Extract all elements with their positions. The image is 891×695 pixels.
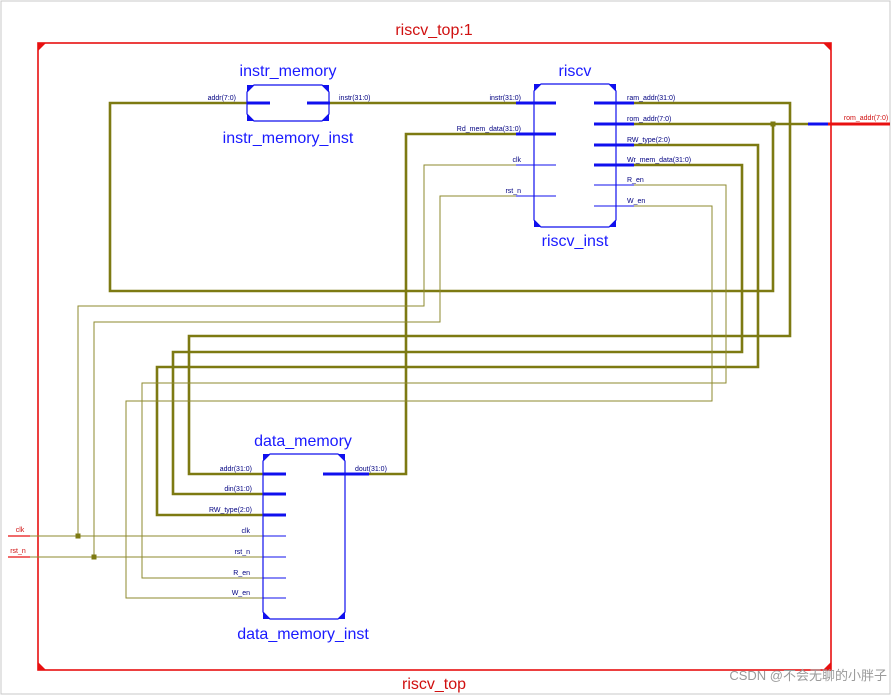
- riscv-pin-rst-n-label: rst_n: [505, 188, 521, 195]
- data-memory-corner-tr: [338, 454, 345, 461]
- instr-memory-corner-bl: [247, 114, 254, 121]
- top-ports: clk rst_n rom_addr(7:0): [8, 115, 890, 558]
- data-memory-corner-bl: [263, 612, 270, 619]
- data-memory-pin-r-en-label: R_en: [233, 570, 250, 577]
- net-w-en[interactable]: [125, 205, 713, 599]
- top-title: riscv_top:1: [395, 22, 472, 39]
- instr-memory-pin-instr-label: instr(31:0): [339, 95, 371, 102]
- riscv-pin-rw-type-label: RW_type(2:0): [627, 137, 670, 144]
- instr-memory-pin-addr-label: addr(7:0): [208, 95, 236, 102]
- frame-corner-bl: [38, 662, 46, 670]
- riscv-pin-rd-mem-data-label: Rd_mem_data(31:0): [457, 126, 521, 133]
- data-memory-pin-clk-label: clk: [241, 528, 250, 535]
- wires: [20, 101, 810, 599]
- instr-memory-corner-tl: [247, 85, 254, 92]
- data-memory-corner-br: [338, 612, 345, 619]
- instr-memory-corner-br: [322, 114, 329, 121]
- riscv-pin-clk-label: clk: [512, 157, 521, 164]
- data-memory-pin-w-en-label: W_en: [232, 590, 250, 597]
- net-group: [20, 164, 727, 599]
- junction-clk: [75, 533, 81, 539]
- data-memory-pin-rw-type-label: RW_type(2:0): [209, 507, 252, 514]
- bus-rom-addr-loop[interactable]: [108, 101, 775, 293]
- net-rst-n-riscv[interactable]: [93, 195, 533, 557]
- frame-corner-tr: [823, 43, 831, 51]
- watermark-text: CSDN @不会无聊的小胖子: [729, 668, 887, 683]
- riscv-pin-rom-addr-label: rom_addr(7:0): [627, 116, 671, 123]
- data-memory-pin-din-label: din(31:0): [224, 486, 252, 493]
- bus-ram-addr[interactable]: [187, 101, 792, 476]
- port-rst-n-label: rst_n: [10, 548, 26, 555]
- instr-memory-block[interactable]: instr_memory addr(7:0) instr(31:0) instr…: [208, 63, 371, 147]
- port-clk-label: clk: [16, 527, 25, 534]
- data-memory-block[interactable]: data_memory addr(31:0) din(31:0) RW_type…: [209, 433, 387, 643]
- frame-corner-tl: [38, 43, 46, 51]
- port-rom-addr-label: rom_addr(7:0): [844, 115, 888, 122]
- junction-rom-addr: [770, 121, 776, 127]
- instr-memory-module-name: instr_memory: [240, 63, 337, 80]
- riscv-top-frame[interactable]: [37, 42, 832, 671]
- riscv-pin-ram-addr-label: ram_addr(31:0): [627, 95, 675, 102]
- riscv-corner-tl: [534, 84, 541, 91]
- riscv-block[interactable]: riscv instr(31:0) Rd_mem_data(31:0) clk …: [457, 63, 691, 250]
- riscv-pin-w-en-label: W_en: [627, 198, 645, 205]
- top-footer: riscv_top: [402, 676, 466, 693]
- riscv-corner-bl: [534, 220, 541, 227]
- data-memory-pin-rst-n-label: rst_n: [234, 549, 250, 556]
- net-r-en[interactable]: [141, 184, 727, 579]
- instr-memory-instance-name: instr_memory_inst: [223, 130, 354, 147]
- bus-rd-mem-data[interactable]: [368, 132, 533, 476]
- data-memory-module-name: data_memory: [254, 433, 352, 450]
- bus-rw-type[interactable]: [155, 143, 760, 517]
- bus-wr-mem-data[interactable]: [171, 163, 744, 496]
- riscv-corner-tr: [609, 84, 616, 91]
- riscv-pin-wr-mem-data-label: Wr_mem_data(31:0): [627, 157, 691, 164]
- riscv-corner-br: [609, 220, 616, 227]
- riscv-pin-instr-label: instr(31:0): [489, 95, 521, 102]
- instr-memory-corner-tr: [322, 85, 329, 92]
- riscv-module-name: riscv: [559, 63, 592, 80]
- junction-rst-n: [91, 554, 97, 560]
- riscv-pin-r-en-label: R_en: [627, 177, 644, 184]
- net-clk-riscv[interactable]: [77, 164, 533, 536]
- riscv-instance-name: riscv_inst: [542, 233, 609, 250]
- data-memory-pin-addr-label: addr(31:0): [220, 466, 252, 473]
- data-memory-corner-tl: [263, 454, 270, 461]
- data-memory-pin-dout-label: dout(31:0): [355, 466, 387, 473]
- data-memory-instance-name: data_memory_inst: [237, 626, 369, 643]
- frame-corner-br: [823, 662, 831, 670]
